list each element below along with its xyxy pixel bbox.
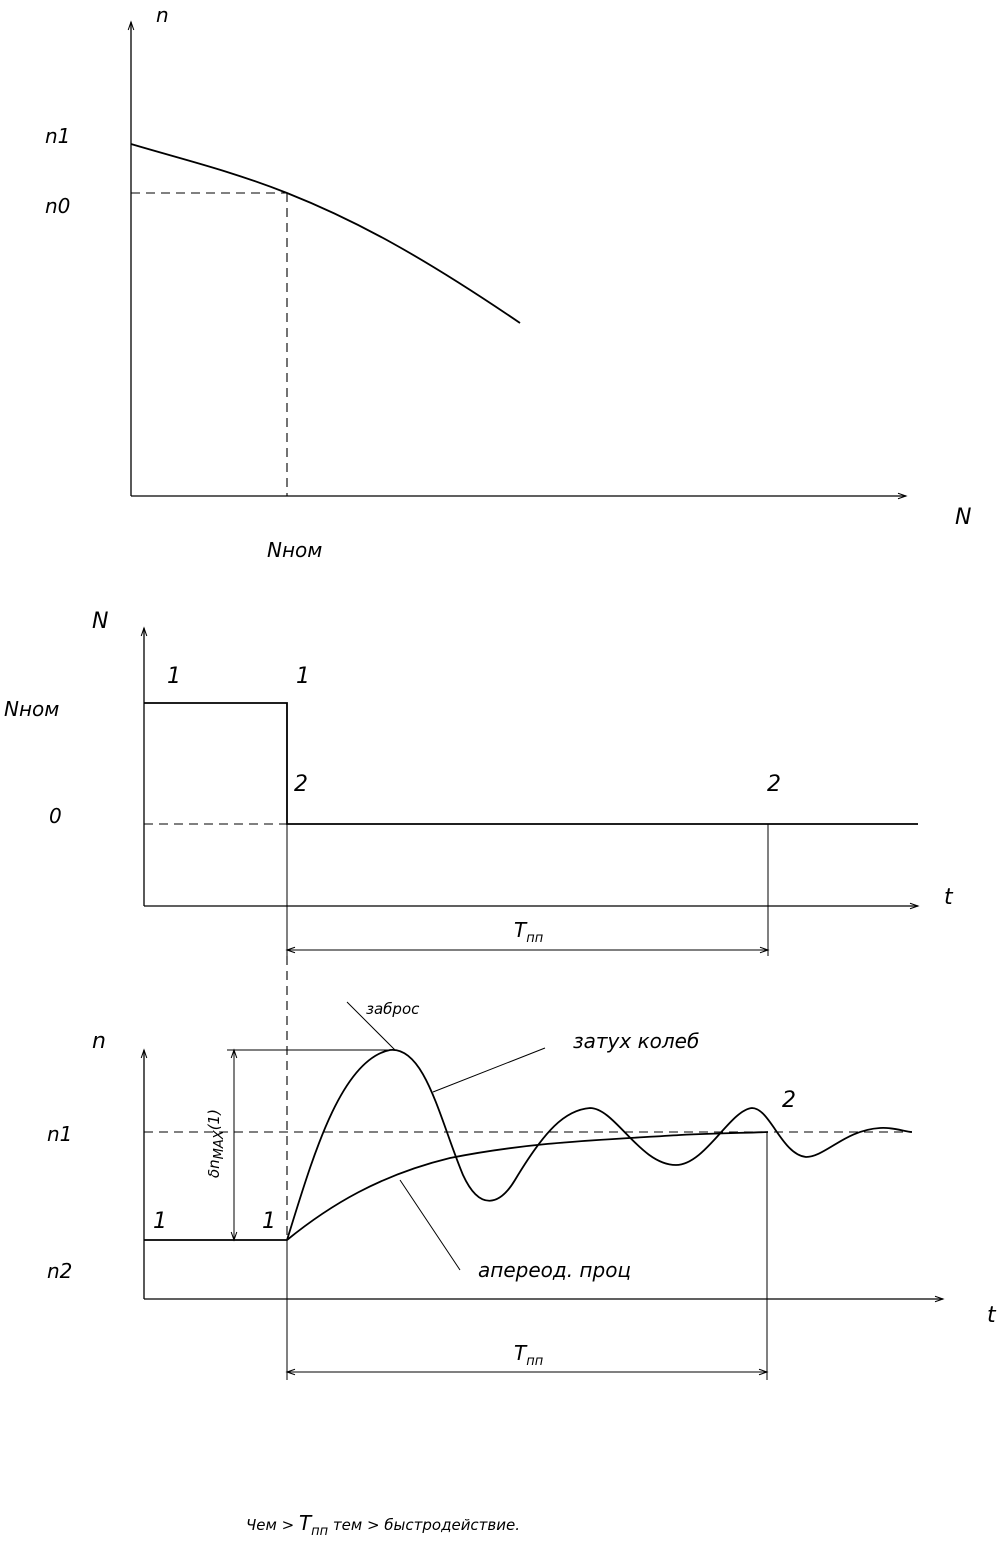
graph3-annotation-damped: затух колеб: [573, 1029, 699, 1053]
graph1-tick-n1: n1: [45, 124, 70, 148]
graph2-load-step-line: [144, 702, 918, 825]
graph3-point-1a: 1: [153, 1209, 167, 1234]
graph1-characteristic-curve: [130, 143, 521, 324]
graph3-tpp-label: Tпп: [514, 1341, 544, 1369]
graph3-point-2: 2: [782, 1088, 796, 1113]
graph3-leader-overshoot: [346, 1001, 396, 1051]
footer-conclusion-note: Чем > Tпп тем > быстродействие.: [246, 1511, 520, 1539]
graph2-tick-zero: 0: [49, 804, 62, 828]
graph-speed-vs-load: n N n1 n0 Nном: [45, 3, 971, 562]
graph3-point-1b: 1: [262, 1209, 276, 1234]
graph1-x-axis-label: N: [955, 505, 971, 530]
graph3-y-axis-label: n: [92, 1029, 106, 1054]
graph2-tpp-label: Tпп: [514, 918, 544, 946]
graph3-leader-damped: [432, 1047, 546, 1093]
graph3-overshoot-label: δnMAX(1): [205, 1109, 227, 1178]
graph3-damped-oscillation-curve: [286, 1049, 913, 1241]
graph2-x-axis-label: t: [944, 885, 954, 910]
graph3-leader-aperiodic: [399, 1179, 461, 1271]
graph2-y-axis-label: N: [92, 609, 108, 634]
graph3-tick-n1: n1: [47, 1122, 72, 1146]
graph2-point-1b: 1: [296, 664, 310, 689]
graph1-y-axis-label: n: [156, 3, 169, 27]
graph-speed-transient: n t n1 n2 1 1 2 δnMAX(1) заброс затух ко…: [47, 1000, 997, 1380]
graph3-aperiodic-curve: [286, 1131, 769, 1241]
graph-load-vs-time: N t Nном 0 1 1 2 2 Tпп: [4, 609, 954, 956]
graph1-tick-nnom: Nном: [267, 538, 322, 562]
graph3-annotation-aperiodic: апереод. проц: [478, 1258, 631, 1282]
graph2-point-1a: 1: [167, 664, 181, 689]
graph3-x-axis-label: t: [987, 1303, 997, 1328]
graph1-tick-n0: n0: [45, 194, 70, 218]
graph3-annotation-overshoot: заброс: [366, 1000, 420, 1018]
graph2-point-2b: 2: [767, 772, 781, 797]
graph3-tick-n2: n2: [47, 1259, 72, 1283]
graph2-tick-nnom: Nном: [4, 697, 59, 721]
graph2-point-2a: 2: [294, 772, 308, 797]
